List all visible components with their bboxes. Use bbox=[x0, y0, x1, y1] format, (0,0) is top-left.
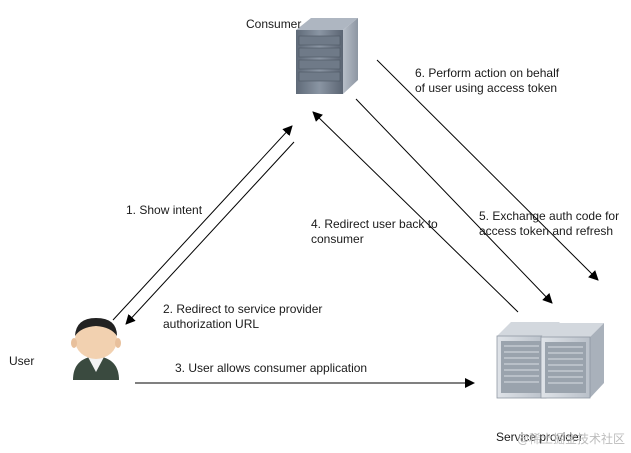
step5-label-line2: access token and refresh bbox=[479, 224, 614, 238]
step6-label-line2: of user using access token bbox=[415, 81, 558, 95]
service-provider-rack-icon bbox=[496, 322, 604, 399]
arrow-step1 bbox=[112, 125, 293, 321]
user-label: User bbox=[9, 354, 35, 368]
arrow-step6 bbox=[376, 59, 599, 281]
step5-label-line1: 5. Exchange auth code for bbox=[479, 209, 620, 223]
service-provider-label: Service provider bbox=[496, 430, 583, 444]
user-person-icon bbox=[71, 318, 121, 380]
step4-label-line1: 4. Redirect user back to bbox=[311, 217, 438, 231]
step6-label-line1: 6. Perform action on behalf bbox=[415, 66, 560, 80]
arrow-step2 bbox=[125, 141, 295, 325]
arrow-step5 bbox=[355, 98, 553, 304]
consumer-server-icon bbox=[296, 18, 358, 94]
step2-label-line1: 2. Redirect to service provider bbox=[163, 302, 323, 316]
arrow-step4 bbox=[312, 111, 519, 313]
step3-label: 3. User allows consumer application bbox=[175, 361, 368, 375]
watermark: @稀土掘金技术社区 bbox=[516, 432, 625, 446]
step4-label-line2: consumer bbox=[311, 232, 364, 246]
consumer-label: Consumer bbox=[246, 17, 302, 31]
step1-label: 1. Show intent bbox=[126, 203, 203, 217]
step2-label-line2: authorization URL bbox=[163, 317, 260, 331]
